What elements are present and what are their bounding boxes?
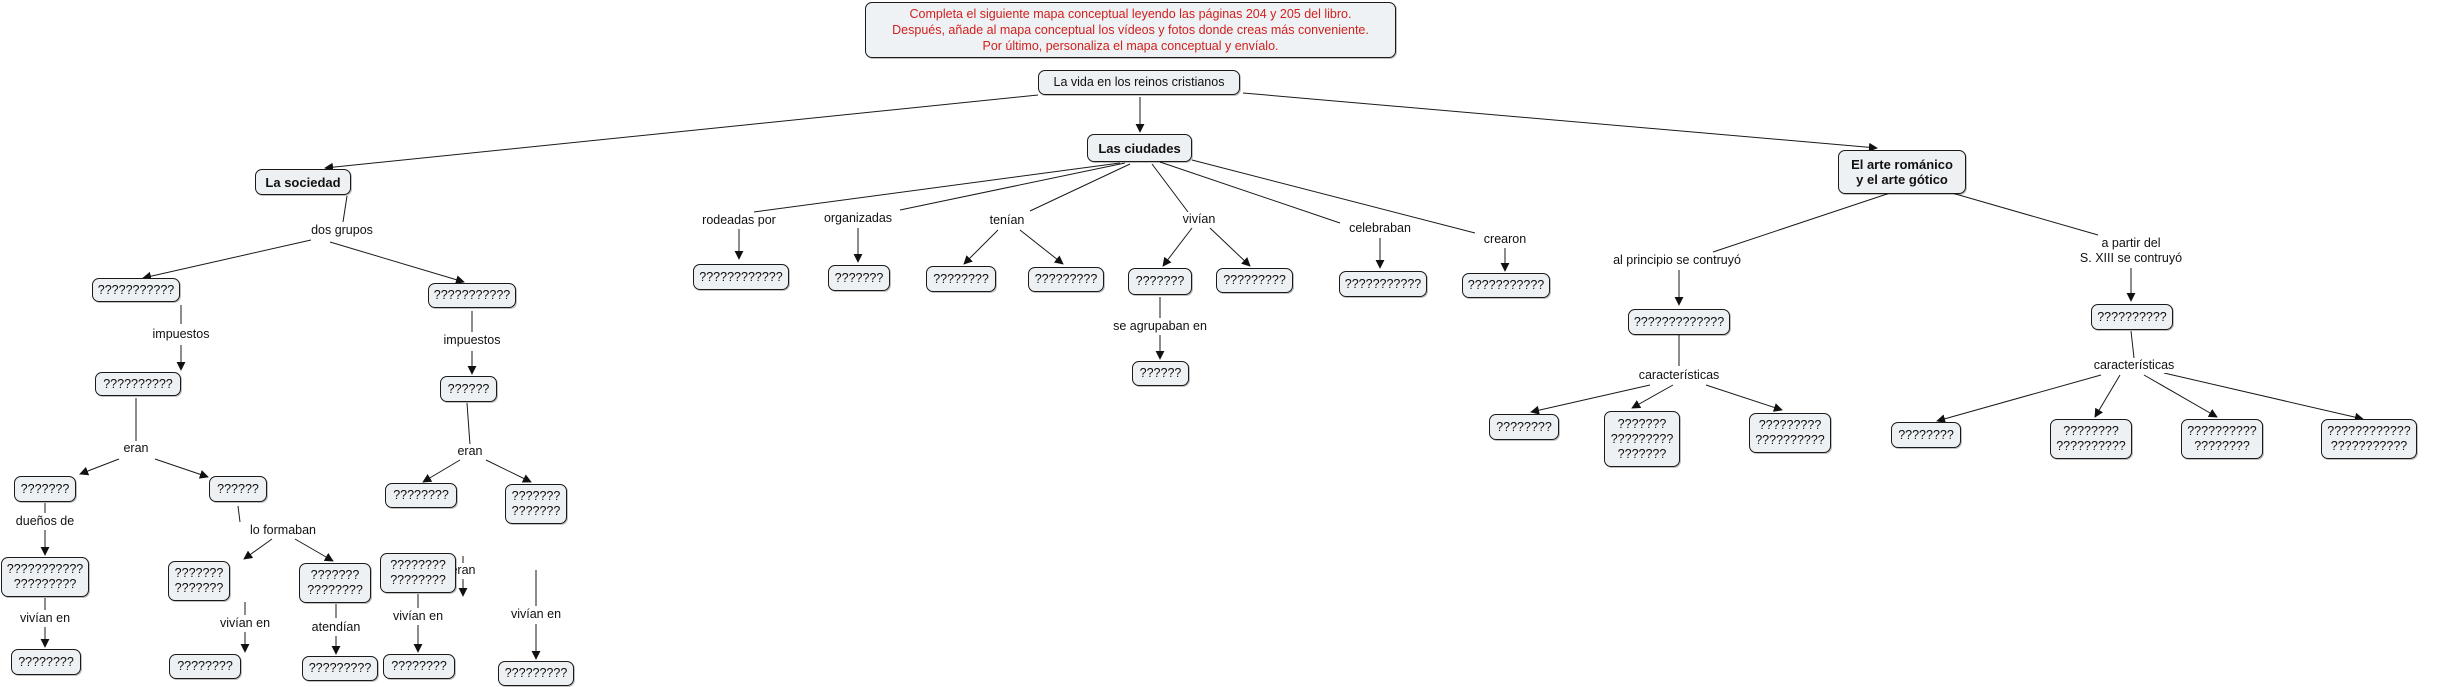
concept-arte-romanico-gotico[interactable]: El arte románico y el arte gótico xyxy=(1838,150,1966,194)
blank-concept[interactable]: ?????? xyxy=(1132,361,1189,386)
blank-concept[interactable]: ??????????? xyxy=(1339,271,1427,297)
blank-concept[interactable]: ???????????? xyxy=(693,264,789,290)
link-label-duenos-de: dueños de xyxy=(13,514,77,529)
link-label-rodeadas-por: rodeadas por xyxy=(700,213,778,228)
link-label-lo-formaban: lo formaban xyxy=(247,523,319,538)
blank-concept[interactable]: ???????? xyxy=(383,654,455,679)
link-label-se-agrupaban-en: se agrupaban en xyxy=(1111,319,1209,334)
blank-concept[interactable]: ?????? xyxy=(440,376,497,402)
link-label-vivian-en: vivían en xyxy=(217,616,273,631)
blank-concept[interactable]: ??????? xyxy=(1128,268,1192,295)
blank-concept[interactable]: ????????????? xyxy=(1628,309,1730,335)
blank-concept[interactable]: ???????? xyxy=(11,649,81,675)
link-label-crearon: crearon xyxy=(1481,232,1529,247)
link-label-celebraban: celebraban xyxy=(1347,221,1413,236)
blank-concept[interactable]: ??????? ????????? ??????? xyxy=(1604,411,1680,467)
blank-concept[interactable]: ??????????? xyxy=(1462,273,1550,298)
blank-concept[interactable]: ????????? xyxy=(498,661,574,686)
blank-concept[interactable]: ??????????? xyxy=(92,278,180,302)
blank-concept[interactable]: ??????? ??????? xyxy=(505,484,567,524)
blank-concept[interactable]: ???????? xyxy=(1489,414,1559,440)
blank-concept[interactable]: ????????? xyxy=(1028,267,1104,292)
link-label-caracteristicas: características xyxy=(2091,358,2177,373)
blank-concept[interactable]: ??????? ???????? xyxy=(299,563,371,603)
blank-concept[interactable]: ????????? xyxy=(1216,268,1293,293)
blank-concept[interactable]: ?????? xyxy=(209,476,267,502)
blank-concept[interactable]: ???????? ?????????? xyxy=(2050,419,2132,459)
link-label-vivian-en: vivían en xyxy=(508,607,564,622)
blank-concept[interactable]: ??????????? ????????? xyxy=(1,557,89,597)
blank-concept[interactable]: ???????????? ??????????? xyxy=(2321,419,2417,459)
blank-concept[interactable]: ??????? xyxy=(14,476,76,502)
blank-concept[interactable]: ??????????? xyxy=(428,283,516,308)
blank-concept[interactable]: ???????? xyxy=(926,266,996,292)
root-concept[interactable]: La vida en los reinos cristianos xyxy=(1038,70,1240,95)
link-label-vivian: vivían xyxy=(1180,212,1218,227)
blank-concept[interactable]: ???????? xyxy=(169,654,241,679)
link-label-organizadas: organizadas xyxy=(821,211,895,226)
blank-concept[interactable]: ??????? xyxy=(828,265,890,291)
concept-las-ciudades[interactable]: Las ciudades xyxy=(1087,134,1192,162)
blank-concept[interactable]: ?????????? xyxy=(2091,304,2173,330)
blank-concept[interactable]: ????????? xyxy=(302,656,378,681)
link-label-tenian: tenían xyxy=(987,213,1027,228)
link-label-vivian-en: vivían en xyxy=(17,611,73,626)
link-label-vivian-en: vivían en xyxy=(390,609,446,624)
instructions-box: Completa el siguiente mapa conceptual le… xyxy=(865,2,1396,58)
link-label-eran: eran xyxy=(121,441,151,456)
blank-concept[interactable]: ???????? xyxy=(385,483,457,508)
link-label-impuestos: impuestos xyxy=(150,327,212,342)
blank-concept[interactable]: ???????? xyxy=(1891,422,1961,448)
blank-concept[interactable]: ?????????? xyxy=(95,372,181,396)
link-label-dos-grupos: dos grupos xyxy=(309,223,375,238)
concept-la-sociedad[interactable]: La sociedad xyxy=(255,169,351,195)
link-label-al-principio: al principio se contruyó xyxy=(1611,253,1743,268)
blank-concept[interactable]: ??????? ??????? xyxy=(168,561,230,601)
blank-concept[interactable]: ???????? ???????? xyxy=(380,553,456,593)
blank-concept[interactable]: ?????????? ???????? xyxy=(2181,419,2263,459)
link-label-a-partir-del: a partir del S. XIII se contruyó xyxy=(2077,236,2185,266)
link-label-eran: eran xyxy=(455,444,485,459)
link-label-caracteristicas: características xyxy=(1636,368,1722,383)
link-label-impuestos: impuestos xyxy=(441,333,503,348)
link-label-atendian: atendían xyxy=(309,620,363,635)
blank-concept[interactable]: ????????? ?????????? xyxy=(1749,413,1831,453)
